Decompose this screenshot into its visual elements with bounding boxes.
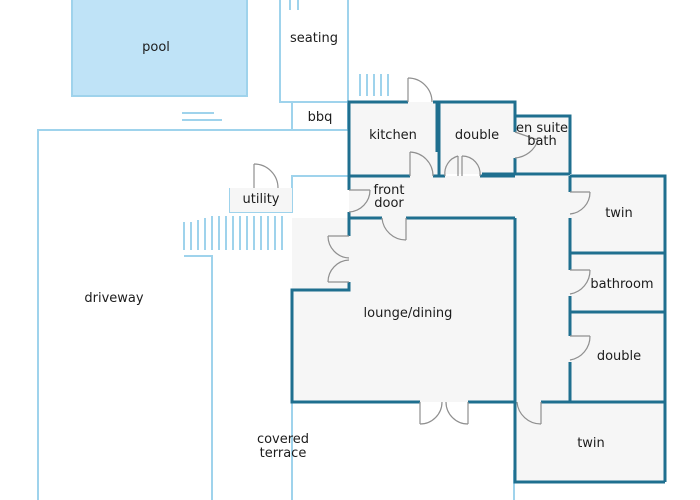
outdoor-layout — [37, 0, 515, 500]
label-utility: utility — [243, 192, 280, 207]
walls — [290, 100, 667, 484]
label-pool: pool — [142, 40, 170, 55]
driveway-outline — [37, 129, 292, 500]
label-kitchen: kitchen — [369, 128, 417, 143]
label-front: front — [374, 183, 405, 198]
label-double-top: double — [455, 128, 499, 143]
pool-area — [71, 0, 248, 97]
steps-terrace — [183, 216, 283, 250]
label-seating: seating — [290, 31, 338, 46]
interior-floor — [230, 102, 665, 482]
label-driveway: driveway — [84, 291, 143, 306]
covered-terrace-outline — [184, 255, 213, 500]
room-labels: pool seating bbq kitchen double en suite… — [84, 31, 653, 461]
label-en-suite-bath: bath — [527, 134, 557, 149]
label-terrace: terrace — [260, 446, 307, 461]
label-lounge-dining: lounge/dining — [364, 306, 453, 321]
steps-kitchen — [359, 74, 389, 96]
label-door: door — [374, 196, 404, 211]
label-bbq: bbq — [308, 110, 333, 125]
label-twin-bottom: twin — [577, 436, 605, 451]
label-twin-top: twin — [605, 206, 633, 221]
seating-area — [279, 0, 349, 103]
label-bathroom: bathroom — [590, 277, 653, 292]
label-double-right: double — [597, 349, 641, 364]
doors — [253, 77, 591, 425]
label-covered: covered — [257, 432, 309, 447]
label-en-suite: en suite — [516, 121, 568, 136]
